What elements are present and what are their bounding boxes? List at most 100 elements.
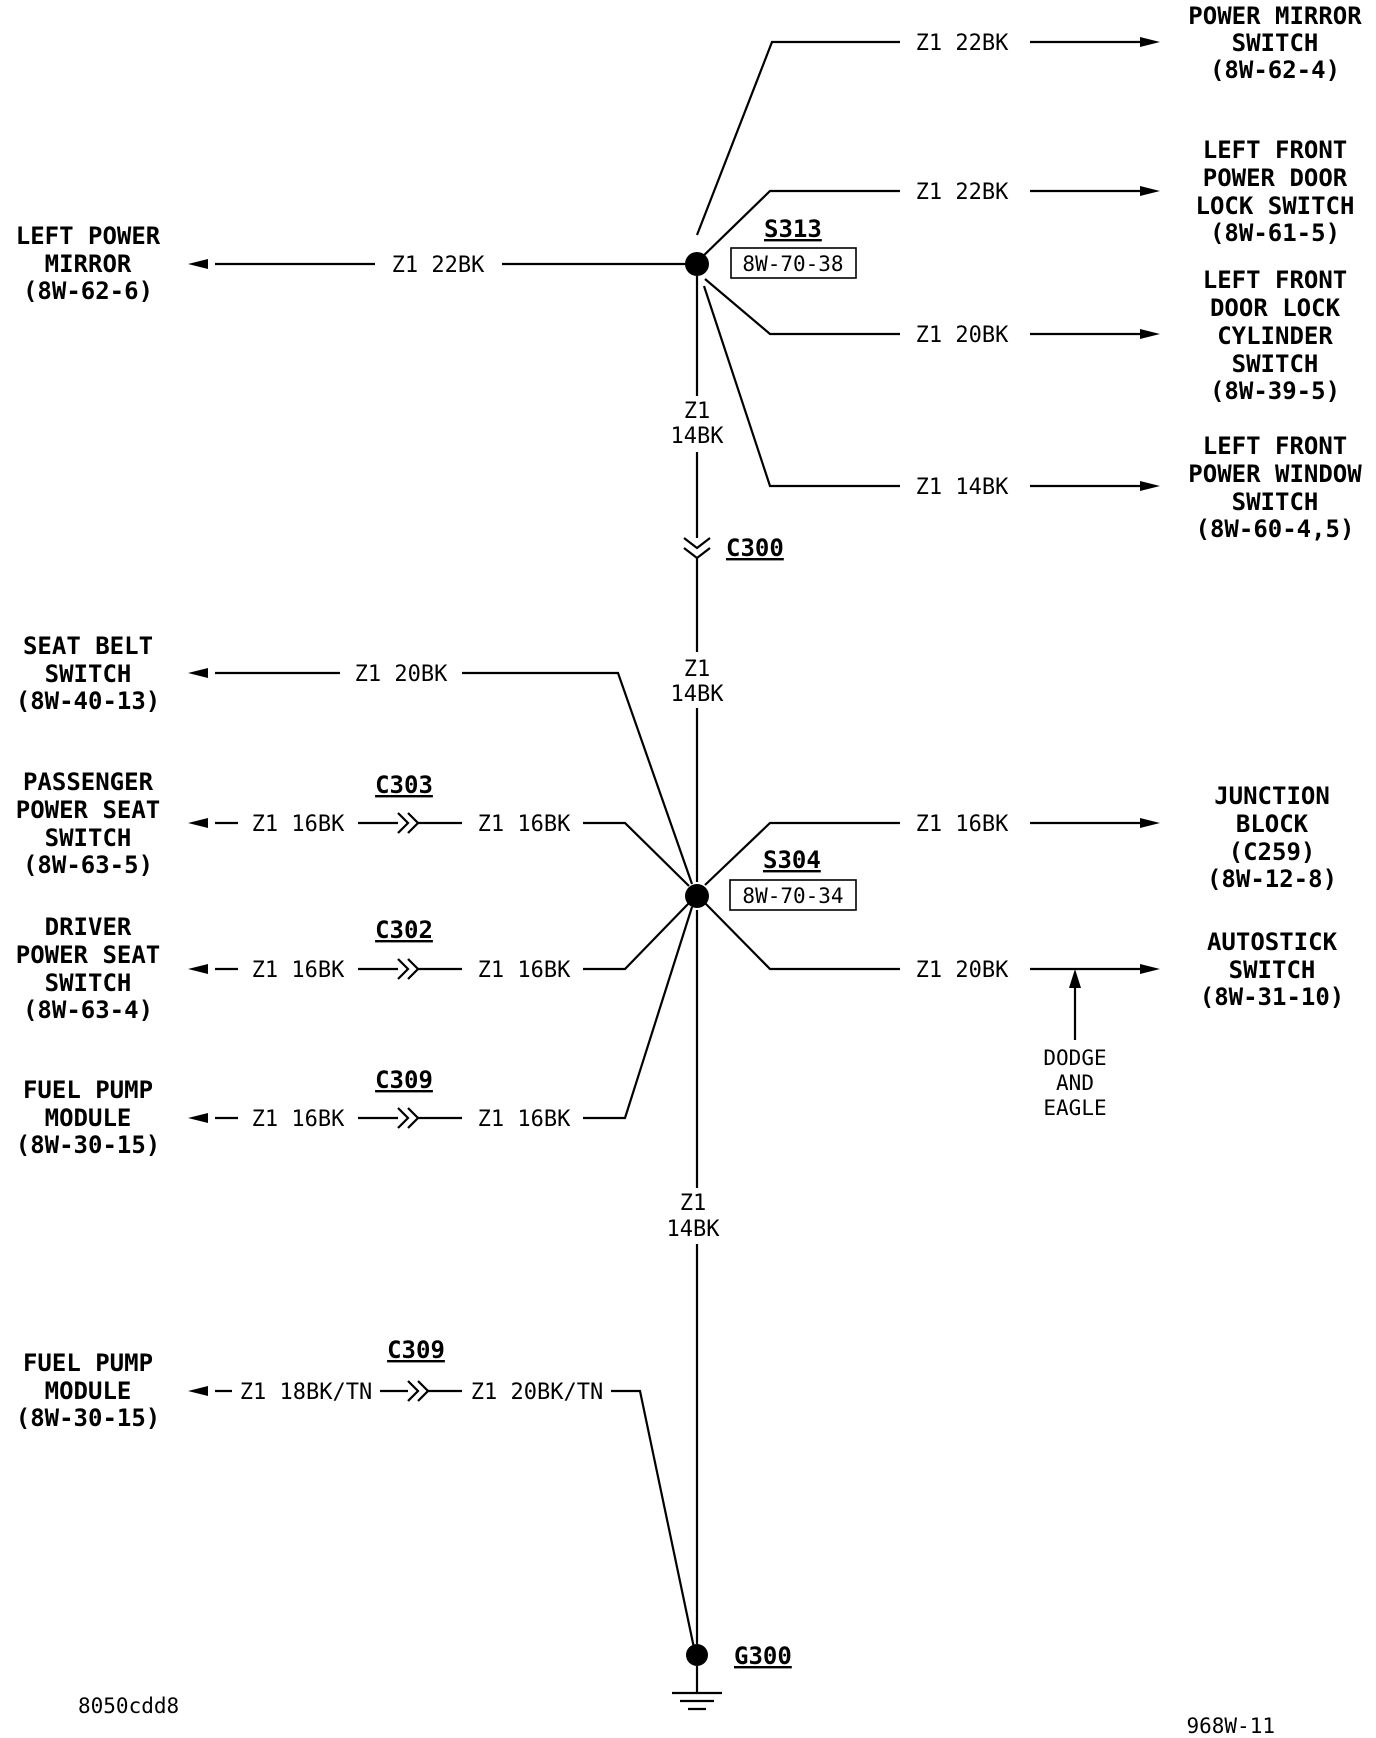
- splice-s304-dot: [685, 884, 709, 908]
- svg-text:Z1: Z1: [684, 399, 711, 424]
- svg-text:(8W-62-6): (8W-62-6): [23, 277, 153, 305]
- svg-text:SWITCH: SWITCH: [45, 660, 132, 688]
- svg-text:MODULE: MODULE: [45, 1377, 132, 1405]
- component-junction-block: JUNCTION BLOCK (C259) (8W-12-8): [1207, 782, 1337, 893]
- svg-text:G300: G300: [734, 1642, 792, 1670]
- component-driver-power-seat-switch: DRIVER POWER SEAT SWITCH (8W-63-4): [16, 913, 161, 1024]
- svg-text:(8W-63-4): (8W-63-4): [23, 996, 153, 1024]
- svg-text:(8W-40-13): (8W-40-13): [16, 687, 161, 715]
- wire-fuel-pump-1-right: Z1 16BK: [478, 1107, 571, 1132]
- svg-text:POWER SEAT: POWER SEAT: [16, 796, 161, 824]
- svg-text:S304: S304: [763, 846, 821, 874]
- svg-text:(8W-60-4,5): (8W-60-4,5): [1196, 515, 1355, 543]
- svg-text:SWITCH: SWITCH: [1232, 488, 1319, 516]
- svg-text:LOCK SWITCH: LOCK SWITCH: [1196, 192, 1355, 220]
- svg-text:(8W-31-10): (8W-31-10): [1200, 983, 1345, 1011]
- svg-text:S313: S313: [764, 215, 822, 243]
- svg-text:Z1: Z1: [680, 1191, 707, 1216]
- svg-text:Z1 22BK: Z1 22BK: [916, 31, 1009, 56]
- svg-text:Z1: Z1: [684, 657, 711, 682]
- wire-passenger-seat-left: Z1 16BK: [252, 812, 345, 837]
- svg-text:(8W-39-5): (8W-39-5): [1210, 377, 1340, 405]
- wire-fuel-pump-2-left: Z1 18BK/TN: [240, 1380, 372, 1405]
- component-seat-belt-switch: SEAT BELT SWITCH (8W-40-13): [16, 632, 161, 715]
- svg-text:(8W-62-4): (8W-62-4): [1210, 56, 1340, 84]
- wire-fuel-pump-2-right: Z1 20BK/TN: [471, 1380, 603, 1405]
- ground-g300: G300: [734, 1642, 792, 1670]
- svg-text:AND: AND: [1056, 1071, 1094, 1095]
- svg-text:Z1 16BK: Z1 16BK: [478, 958, 571, 983]
- svg-text:Z1 20BK: Z1 20BK: [916, 323, 1009, 348]
- svg-text:LEFT FRONT: LEFT FRONT: [1203, 136, 1348, 164]
- wire-passenger-seat-right: Z1 16BK: [478, 812, 571, 837]
- wire-driver-seat-right: Z1 16BK: [478, 958, 571, 983]
- connector-c303: C303: [375, 771, 433, 799]
- splice-s313-dot: [685, 252, 709, 276]
- component-left-front-door-lock-cylinder-switch: LEFT FRONT DOOR LOCK CYLINDER SWITCH (8W…: [1203, 266, 1348, 405]
- ground-symbol-icon: [672, 1666, 722, 1711]
- svg-text:Z1 20BK/TN: Z1 20BK/TN: [471, 1380, 603, 1405]
- svg-text:C309: C309: [375, 1066, 433, 1094]
- svg-text:FUEL PUMP: FUEL PUMP: [23, 1076, 153, 1104]
- svg-text:EAGLE: EAGLE: [1043, 1096, 1106, 1120]
- wire-power-mirror-switch: Z1 22BK: [916, 31, 1009, 56]
- component-fuel-pump-module-1: FUEL PUMP MODULE (8W-30-15): [16, 1076, 161, 1159]
- svg-text:Z1 16BK: Z1 16BK: [252, 812, 345, 837]
- svg-text:C309: C309: [387, 1336, 445, 1364]
- svg-text:Z1 16BK: Z1 16BK: [252, 1107, 345, 1132]
- wire-driver-seat-left: Z1 16BK: [252, 958, 345, 983]
- svg-text:C302: C302: [375, 916, 433, 944]
- inline-connector-chevrons: [397, 812, 420, 1129]
- connector-c309-b: C309: [387, 1336, 445, 1364]
- svg-text:(8W-61-5): (8W-61-5): [1210, 219, 1340, 247]
- svg-text:SEAT BELT: SEAT BELT: [23, 632, 153, 660]
- svg-text:(8W-63-5): (8W-63-5): [23, 851, 153, 879]
- ground-g300-dot: [686, 1644, 708, 1666]
- footer-right-code: 968W-11: [1186, 1714, 1275, 1738]
- note-dodge-and-eagle: DODGE AND EAGLE: [1043, 1046, 1106, 1120]
- main-trunk: [683, 276, 711, 1645]
- svg-text:14BK: 14BK: [671, 424, 725, 449]
- svg-text:Z1 18BK/TN: Z1 18BK/TN: [240, 1380, 372, 1405]
- svg-text:968W-11: 968W-11: [1186, 1714, 1275, 1738]
- fuel-pump-2-branch: [188, 1380, 696, 1649]
- svg-text:(8W-30-15): (8W-30-15): [16, 1131, 161, 1159]
- svg-text:Z1 14BK: Z1 14BK: [916, 475, 1009, 500]
- svg-text:8W-70-38: 8W-70-38: [742, 252, 843, 276]
- wire-left-power-mirror: Z1 22BK: [392, 253, 485, 278]
- splice-s304: S304 8W-70-34: [729, 846, 857, 911]
- svg-text:MODULE: MODULE: [45, 1104, 132, 1132]
- wire-fuel-pump-1-left: Z1 16BK: [252, 1107, 345, 1132]
- wire-power-window: Z1 14BK: [916, 475, 1009, 500]
- wire-trunk-middle: Z1 14BK: [671, 657, 725, 707]
- connector-c309-a: C309: [375, 1066, 433, 1094]
- svg-text:SWITCH: SWITCH: [45, 824, 132, 852]
- component-left-front-power-door-lock-switch: LEFT FRONT POWER DOOR LOCK SWITCH (8W-61…: [1196, 136, 1355, 247]
- svg-text:JUNCTION: JUNCTION: [1214, 782, 1330, 810]
- svg-text:Z1 16BK: Z1 16BK: [916, 812, 1009, 837]
- svg-text:Z1 16BK: Z1 16BK: [478, 1107, 571, 1132]
- svg-text:LEFT POWER: LEFT POWER: [16, 222, 161, 250]
- svg-text:C300: C300: [726, 534, 784, 562]
- svg-text:14BK: 14BK: [667, 1217, 721, 1242]
- wire-trunk-lower: Z1 14BK: [667, 1191, 721, 1242]
- svg-text:DOOR LOCK: DOOR LOCK: [1210, 294, 1341, 322]
- svg-text:Z1 20BK: Z1 20BK: [916, 958, 1009, 983]
- svg-text:DODGE: DODGE: [1043, 1046, 1106, 1070]
- connector-c302: C302: [375, 916, 433, 944]
- svg-text:LEFT FRONT: LEFT FRONT: [1203, 432, 1348, 460]
- svg-text:MIRROR: MIRROR: [45, 250, 132, 278]
- svg-text:Z1 16BK: Z1 16BK: [478, 812, 571, 837]
- svg-text:SWITCH: SWITCH: [45, 969, 132, 997]
- wire-trunk-upper: Z1 14BK: [671, 399, 725, 449]
- component-passenger-power-seat-switch: PASSENGER POWER SEAT SWITCH (8W-63-5): [16, 768, 161, 879]
- s313-branches: [188, 37, 1160, 491]
- svg-text:PASSENGER: PASSENGER: [23, 768, 154, 796]
- svg-text:(8W-30-15): (8W-30-15): [16, 1404, 161, 1432]
- svg-text:LEFT FRONT: LEFT FRONT: [1203, 266, 1348, 294]
- wire-autostick: Z1 20BK: [916, 958, 1009, 983]
- svg-text:POWER SEAT: POWER SEAT: [16, 941, 161, 969]
- connector-c300: C300: [726, 534, 784, 562]
- wire-junction-block: Z1 16BK: [916, 812, 1009, 837]
- svg-text:8W-70-34: 8W-70-34: [742, 884, 843, 908]
